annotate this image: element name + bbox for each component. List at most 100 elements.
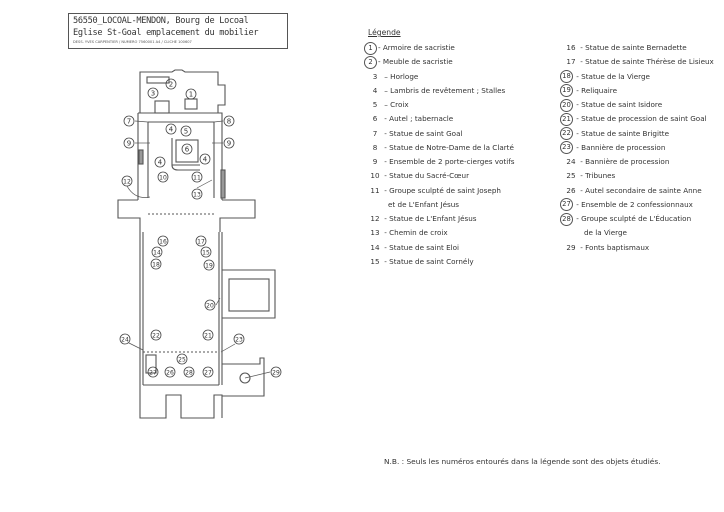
legend-number: 8 — [372, 142, 378, 152]
legend-number: 24 — [566, 157, 576, 166]
legend-number: 9 — [372, 157, 378, 166]
legend-label: - Autel secondaire de sainte Anne — [578, 185, 702, 195]
legend-label: - Statue de sainte Thérèse de Lisieux — [578, 57, 714, 67]
legend-label: – Horloge — [382, 71, 419, 81]
marker-4: 4 — [158, 159, 163, 167]
plan-walls — [117, 69, 276, 419]
marker-10: 10 — [159, 175, 167, 182]
legend-label: - Armoire de sacristie — [378, 43, 455, 52]
legend-number: 3 — [372, 71, 378, 81]
legend-number: 16 — [566, 43, 576, 52]
legend-item: de la Vierge — [560, 226, 714, 240]
legend-item: 23 - Bannière de procession — [560, 141, 714, 155]
plan-markers: 2 3 1 7 4 5 8 9 9 6 4 4 10 11 12 13 16 1… — [119, 78, 282, 378]
marker-3: 3 — [151, 90, 155, 98]
legend-number-circled: 23 — [560, 141, 573, 155]
legend-number: 6 — [372, 114, 378, 124]
legend-item: 21 - Statue de procession de saint Goal — [560, 112, 714, 126]
legend-item: 14 - Statue de saint Eloi — [364, 241, 515, 255]
legend-number: 4 — [372, 85, 378, 95]
marker-12: 12 — [123, 179, 131, 186]
legend-number: 5 — [372, 100, 378, 109]
legend-number: 12 — [370, 214, 380, 223]
marker-23: 23 — [235, 337, 243, 344]
legend-label: - Bannière de procession — [578, 157, 670, 166]
legend-item: 2- Meuble de sacristie — [364, 55, 515, 69]
legend-number: 26 — [566, 185, 576, 195]
legend-item: 19 - Reliquaire — [560, 84, 714, 98]
legend-number-circled: 19 — [560, 84, 573, 98]
legend-number: 13 — [370, 228, 380, 238]
legend-title: Légende — [368, 28, 401, 37]
legend-item: 24 - Bannière de procession — [560, 155, 714, 169]
legend-number: 15 — [370, 256, 380, 266]
legend-label: - Ensemble de 2 porte-cierges votifs — [382, 157, 515, 166]
marker-29: 29 — [272, 370, 280, 377]
marker-4: 4 — [169, 126, 174, 134]
legend-label: - Statue de sainte Brigitte — [574, 128, 670, 138]
legend-number-circled: 2 — [364, 55, 377, 69]
legend-number-circled: 20 — [560, 98, 573, 112]
marker-14: 14 — [153, 250, 161, 257]
legend-label: - Fonts baptismaux — [578, 242, 650, 252]
legend-item: 13 - Chemin de croix — [364, 226, 515, 240]
title-line-1: 56550_LOCOAL-MENDON, Bourg de Locoal — [73, 16, 249, 26]
legend-item: 22 - Statue de sainte Brigitte — [560, 127, 714, 141]
legend-number: 11 — [370, 185, 380, 195]
legend-label: - Statue de la Vierge — [574, 71, 650, 81]
legend-label: - Statue de Notre-Dame de la Clarté — [382, 142, 514, 152]
legend-label: - Statue de saint Eloi — [382, 242, 460, 252]
legend-item: 16 - Statue de sainte Bernadette — [560, 41, 714, 55]
legend-label: - Ensemble de 2 confessionnaux — [574, 199, 693, 209]
leader-lines — [126, 120, 271, 379]
title-line-2: Eglise St-Goal emplacement du mobilier — [73, 28, 259, 38]
legend-number-circled: 18 — [560, 70, 573, 84]
marker-16: 16 — [159, 239, 167, 246]
marker-8: 8 — [227, 118, 231, 126]
legend-label: et de L'Enfant Jésus — [388, 199, 460, 209]
legend-label: - Chemin de croix — [382, 228, 448, 238]
legend-label: – Lambris de revêtement ; Stalles — [382, 85, 506, 95]
legend-number-circled: 22 — [560, 127, 573, 141]
footnote: N.B. : Seuls les numéros entourés dans l… — [384, 457, 661, 466]
legend-item: 15 - Statue de saint Cornély — [364, 255, 515, 269]
legend-item: 7 - Statue de saint Goal — [364, 127, 515, 141]
legend-item: 26 - Autel secondaire de sainte Anne — [560, 184, 714, 198]
legend-item: 4 – Lambris de revêtement ; Stalles — [364, 84, 515, 98]
marker-17: 17 — [197, 239, 205, 246]
marker-19: 19 — [205, 263, 213, 270]
marker-22: 22 — [152, 333, 160, 340]
marker-20: 20 — [206, 303, 214, 310]
legend-label: - Autel ; tabernacle — [382, 114, 454, 124]
legend-number: 10 — [370, 171, 380, 181]
legend-label: - Statue de procession de saint Goal — [574, 114, 707, 124]
legend-label: - Bannière de procession — [574, 142, 666, 152]
legend-item: 17 - Statue de sainte Thérèse de Lisieux — [560, 55, 714, 69]
marker-25: 25 — [178, 357, 186, 364]
title-block: 56550_LOCOAL-MENDON, Bourg de Locoal Egl… — [68, 13, 288, 49]
legend-number-circled: 1 — [364, 41, 377, 55]
marker-28: 28 — [185, 370, 193, 377]
legend-label: - Statue de L'Enfant Jésus — [382, 214, 477, 223]
legend-item: 12 - Statue de L'Enfant Jésus — [364, 212, 515, 226]
legend-label: - Statue de sainte Bernadette — [578, 43, 687, 52]
legend-number-circled: 27 — [560, 198, 573, 212]
legend-item: 9 - Ensemble de 2 porte-cierges votifs — [364, 155, 515, 169]
marker-1: 1 — [189, 91, 193, 99]
legend-item: et de L'Enfant Jésus — [364, 198, 515, 212]
legend-label: - Statue de saint Isidore — [574, 100, 663, 109]
legend-item: 10 - Statue du Sacré-Cœur — [364, 169, 515, 183]
legend-label: - Statue de saint Goal — [382, 128, 463, 138]
marker-9: 9 — [127, 140, 131, 148]
marker-18: 18 — [152, 262, 160, 269]
legend-item: 27 - Ensemble de 2 confessionnaux — [560, 198, 714, 212]
marker-13: 13 — [193, 192, 201, 199]
legend-item: 29 - Fonts baptismaux — [560, 241, 714, 255]
marker-9: 9 — [227, 140, 231, 148]
legend-item: 18 - Statue de la Vierge — [560, 70, 714, 84]
legend-label: - Statue de saint Cornély — [382, 256, 474, 266]
legend-item: 1- Armoire de sacristie — [364, 41, 515, 55]
